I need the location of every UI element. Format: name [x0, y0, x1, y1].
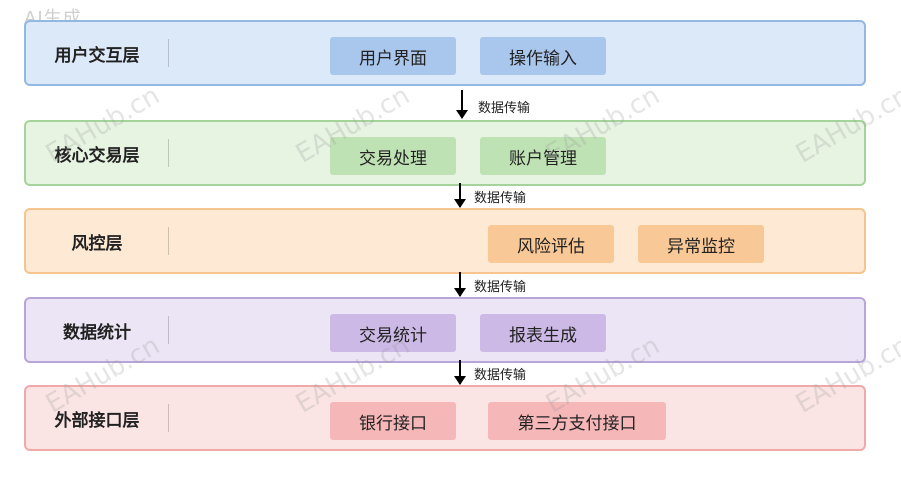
module-bank-interface: 银行接口: [330, 402, 456, 440]
layer-user-interaction: 用户交互层 用户界面 操作输入: [24, 20, 866, 86]
module-trade-processing: 交易处理: [330, 137, 456, 175]
layer-label: 用户交互层: [54, 45, 140, 66]
module-risk-assessment: 风险评估: [488, 225, 614, 263]
layer-data-statistics: 数据统计 交易统计 报表生成: [24, 297, 866, 363]
module-anomaly-monitoring: 异常监控: [638, 225, 764, 263]
flow-label-3: 数据传输: [474, 280, 527, 295]
flow-arrow-3: [454, 272, 466, 297]
module-account-management: 账户管理: [480, 137, 606, 175]
layer-divider: [168, 139, 169, 167]
flow-arrow-1: [456, 90, 468, 119]
flow-label-2: 数据传输: [474, 191, 527, 206]
module-operation-input: 操作输入: [480, 37, 606, 75]
layer-divider: [168, 316, 169, 344]
layer-label: 数据统计: [63, 322, 131, 343]
module-trade-statistics: 交易统计: [330, 314, 456, 352]
layer-risk-control: 风控层 风险评估 异常监控: [24, 208, 866, 274]
layer-divider: [168, 404, 169, 432]
layer-divider: [168, 39, 169, 67]
layer-label: 核心交易层: [54, 145, 140, 166]
flow-arrow-2: [454, 183, 466, 208]
layer-external-interface: 外部接口层 银行接口 第三方支付接口: [24, 385, 866, 451]
module-report-generation: 报表生成: [480, 314, 606, 352]
layer-label: 外部接口层: [54, 410, 140, 431]
flow-arrow-4: [454, 360, 466, 385]
layer-label: 风控层: [71, 233, 123, 254]
module-user-interface: 用户界面: [330, 37, 456, 75]
layer-divider: [168, 227, 169, 255]
flow-label-1: 数据传输: [478, 101, 531, 116]
module-third-party-payment: 第三方支付接口: [488, 402, 666, 440]
layer-core-trading: 核心交易层 交易处理 账户管理: [24, 120, 866, 186]
flow-label-4: 数据传输: [474, 368, 527, 383]
